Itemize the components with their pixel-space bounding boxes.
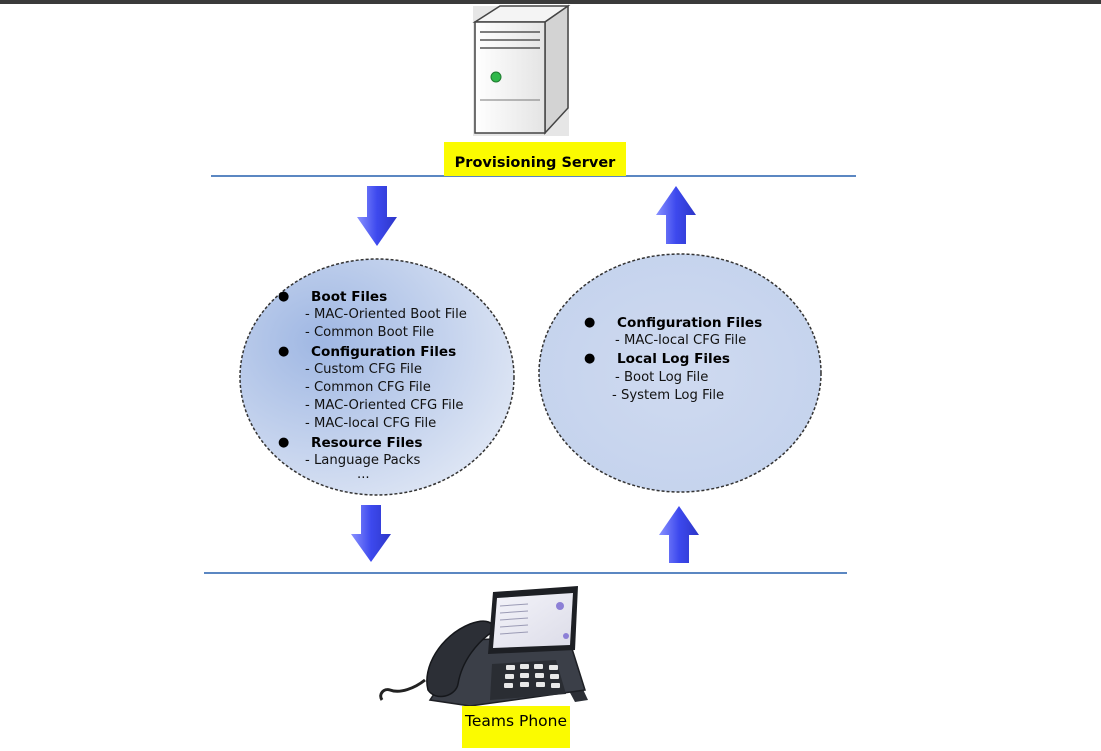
list-item: ●Resource Files [278,434,423,451]
server-divider-line [211,175,856,177]
list-item: - Common Boot File [305,325,435,341]
list-item: ●Configuration Files [584,315,763,331]
list-item: - MAC-Oriented Boot File [305,307,467,323]
upload-files-list: ●Configuration Files - MAC-local CFG Fil… [584,314,784,405]
list-item: - Common CFG File [305,379,431,395]
download-arrow-top [357,186,397,246]
bullet-icon: ● [278,434,290,450]
list-item: - MAC-local CFG File [305,416,437,432]
bullet-icon: ● [278,343,290,359]
list-item: ●Local Log Files [584,351,731,368]
bullet-icon: ● [584,315,596,330]
list-item: - Boot Log File [615,369,709,385]
download-files-list: ●Boot Files - MAC-Oriented Boot File - C… [278,288,498,488]
list-item: ... [357,466,370,482]
upload-arrow-bottom [659,506,699,563]
top-border [0,0,1101,4]
list-item: - Custom CFG File [305,361,422,377]
list-item: - MAC-Oriented CFG File [305,398,464,414]
list-item: - MAC-local CFG File [615,333,747,349]
list-item: ●Configuration Files [278,343,457,360]
list-item: - System Log File [612,387,725,403]
upload-arrow-top [656,186,696,244]
teams-phone-label: Teams Phone [462,706,570,748]
list-item: ●Boot Files [278,289,388,305]
desk-phone-icon [379,586,588,707]
list-item: - Language Packs [305,452,421,468]
download-arrow-bottom [351,505,391,562]
server-tower-icon [472,4,571,136]
bullet-icon: ● [584,351,596,367]
bullet-icon: ● [278,289,290,304]
upload-files-ellipse [538,253,822,493]
phone-divider-line [204,572,847,574]
provisioning-server-label: Provisioning Server [444,142,626,176]
download-files-ellipse [239,258,515,496]
